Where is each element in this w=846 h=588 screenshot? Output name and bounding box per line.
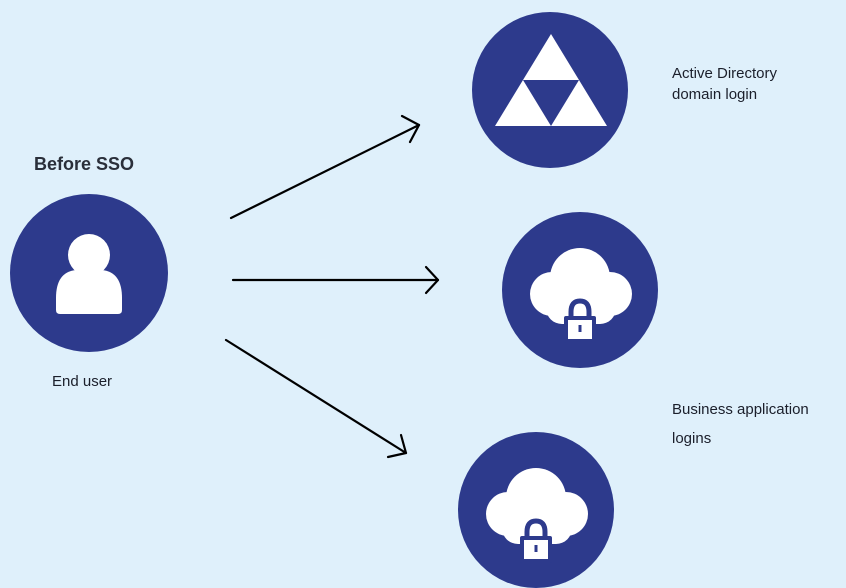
end-user-label: End user (52, 373, 113, 390)
active-directory-label-line1: Active Directory (672, 65, 778, 82)
active-directory-label-line2: domain login (672, 86, 758, 103)
cloud-lock-icon (530, 248, 632, 343)
business-app-node-2 (458, 432, 614, 588)
user-icon (56, 234, 122, 314)
business-app-node-1 (502, 212, 658, 368)
end-user-node (10, 194, 168, 352)
cloud-lock-icon (486, 468, 588, 563)
arrow-to-business-app-1 (231, 265, 440, 295)
arrow-to-business-app-2 (224, 338, 408, 459)
arrow-to-active-directory (229, 114, 421, 220)
active-directory-triangle-icon (495, 34, 607, 126)
active-directory-label: Active Directory domain login (672, 63, 777, 105)
business-apps-label: Business application logins (672, 395, 809, 453)
diagram-title: Before SSO (34, 154, 135, 174)
business-apps-label-line2: logins (672, 430, 712, 447)
business-apps-label-line1: Business application (672, 401, 809, 418)
active-directory-node (472, 12, 628, 168)
